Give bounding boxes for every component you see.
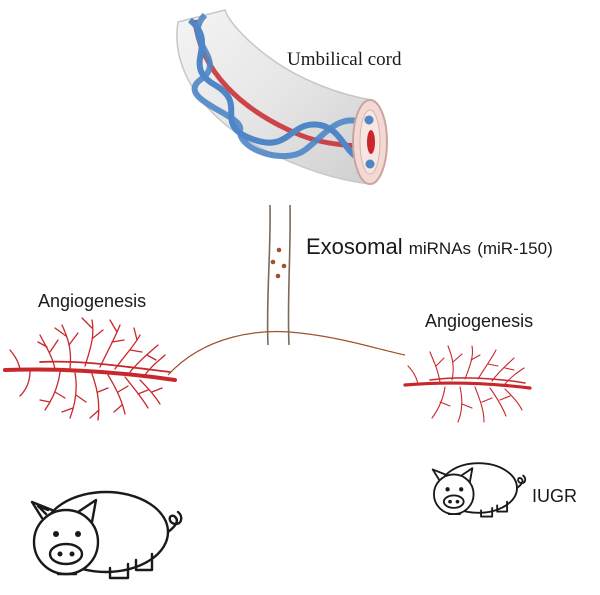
blood-vessel-icon	[3, 317, 177, 421]
connector-arc	[167, 331, 406, 376]
pig-icon	[30, 490, 183, 580]
angiogenesis-left-label: Angiogenesis	[38, 291, 147, 311]
mir150-word: (miR-150)	[477, 239, 553, 258]
umbilical-cord-icon	[176, 9, 388, 185]
exosome-tube-icon	[266, 204, 291, 346]
iugr-label: IUGR	[532, 486, 577, 506]
exosomal-mirnas-label: Exosomal miRNAs (miR-150)	[306, 236, 553, 258]
blood-vessel-icon	[403, 345, 532, 423]
mirnas-word: miRNAs	[408, 239, 472, 258]
pig-icon	[431, 462, 527, 518]
angiogenesis-right-label: Angiogenesis	[425, 311, 534, 331]
exosomal-word: Exosomal	[306, 234, 403, 259]
umbilical-cord-label: Umbilical cord	[287, 49, 402, 70]
